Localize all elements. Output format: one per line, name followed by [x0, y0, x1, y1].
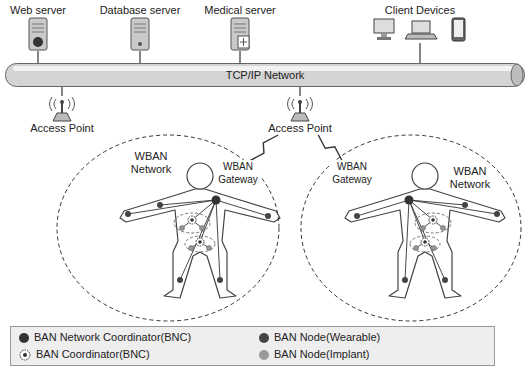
network-link	[419, 43, 420, 63]
client-device-icons-part	[405, 34, 437, 39]
node-label: Access Point	[268, 122, 332, 135]
wban-boundary-part	[57, 135, 279, 321]
server-icon-part	[33, 37, 43, 47]
access-point-icon	[285, 96, 315, 122]
wban-region: WBAN Network WBAN Gateway	[56, 134, 280, 322]
legend-entry: BAN Network Coordinator(BNC)	[19, 329, 259, 346]
server-icon-part	[234, 24, 246, 25]
node-label: WBAN Gateway	[216, 160, 259, 186]
wireless-link	[318, 135, 341, 160]
network-link	[37, 51, 38, 63]
client-device-icons-part	[381, 33, 387, 37]
server-icon-part	[138, 42, 142, 46]
access-point-icon-part	[60, 100, 64, 104]
server-icon-part	[134, 28, 146, 29]
gateway-node: WBAN Gateway	[341, 160, 363, 182]
server-icon-part	[134, 32, 146, 33]
server-icon	[129, 17, 151, 51]
server-icon-part	[32, 24, 44, 25]
access-point-icon-part	[291, 113, 309, 121]
network-link	[139, 51, 140, 63]
legend-symbol	[19, 349, 31, 361]
server-icon-part	[32, 32, 44, 33]
server-node: Web server	[8, 4, 68, 51]
client-device-icons-part	[412, 21, 430, 33]
legend-box: BAN Network Coordinator(BNC) BAN Coordina…	[10, 326, 495, 366]
legend-swatch	[259, 350, 269, 360]
server-icon-part	[234, 32, 246, 33]
node-label: Database server	[100, 4, 181, 17]
legend-text: BAN Node(Implant)	[274, 348, 369, 361]
legend-symbol-part	[20, 350, 30, 360]
access-point-icon	[47, 96, 77, 122]
client-device-icons-part	[377, 37, 391, 40]
node-label: Web server	[10, 4, 66, 17]
region-label: WBAN Network	[445, 165, 495, 191]
legend-entry: BAN Coordinator(BNC)	[19, 346, 259, 363]
wban-boundary-part	[301, 135, 521, 321]
network-pipe-part	[6, 64, 525, 87]
legend-symbol-part	[23, 353, 27, 357]
server-icon-part	[231, 18, 249, 50]
client-device-icons	[370, 17, 470, 43]
client-device-icons-part	[454, 20, 463, 37]
node-label: Access Point	[30, 122, 94, 135]
server-icon-part	[134, 24, 146, 25]
server-node: Database server	[98, 4, 183, 51]
wban-region: WBAN Network WBAN Gateway	[300, 134, 522, 322]
node-label: Medical server	[204, 4, 276, 17]
gateway-node: WBAN Gateway	[227, 160, 249, 182]
network-link	[299, 87, 300, 96]
network-link	[239, 51, 240, 63]
server-icon-part	[29, 18, 47, 50]
network-band: TCP/IP Network	[5, 63, 525, 87]
access-point-icon-part	[298, 100, 302, 104]
server-node: Medical server	[202, 4, 278, 51]
network-pipe-part	[511, 64, 523, 86]
client-node: Client Devices	[368, 4, 472, 43]
legend-text: BAN Coordinator(BNC)	[36, 348, 150, 361]
client-device-icons-part	[374, 19, 394, 33]
network-label: TCP/IP Network	[226, 69, 305, 82]
server-icon-part	[32, 28, 44, 29]
legend-entry: BAN Node(Implant)	[259, 346, 486, 363]
server-icon	[229, 17, 251, 51]
legend-text: BAN Node(Wearable)	[274, 331, 380, 344]
server-icon-part	[234, 28, 246, 29]
server-icon	[27, 17, 49, 51]
network-link	[61, 87, 62, 96]
server-icon-part	[238, 36, 249, 48]
client-device-icons-part	[452, 18, 465, 41]
access-point-icon-part	[53, 113, 71, 121]
legend-text: BAN Network Coordinator(BNC)	[34, 331, 191, 344]
node-label: WBAN Gateway	[330, 160, 373, 186]
node-label: Client Devices	[385, 4, 455, 17]
region-label: WBAN Network	[126, 150, 176, 176]
access-point-node: Access Point	[266, 96, 334, 135]
server-icon-part	[240, 42, 247, 43]
access-point-node: Access Point	[28, 96, 96, 135]
legend-swatch	[259, 333, 269, 343]
wireless-link	[249, 135, 278, 161]
legend-swatch	[19, 333, 29, 343]
server-icon-part	[131, 18, 149, 50]
legend-entry: BAN Node(Wearable)	[259, 329, 486, 346]
